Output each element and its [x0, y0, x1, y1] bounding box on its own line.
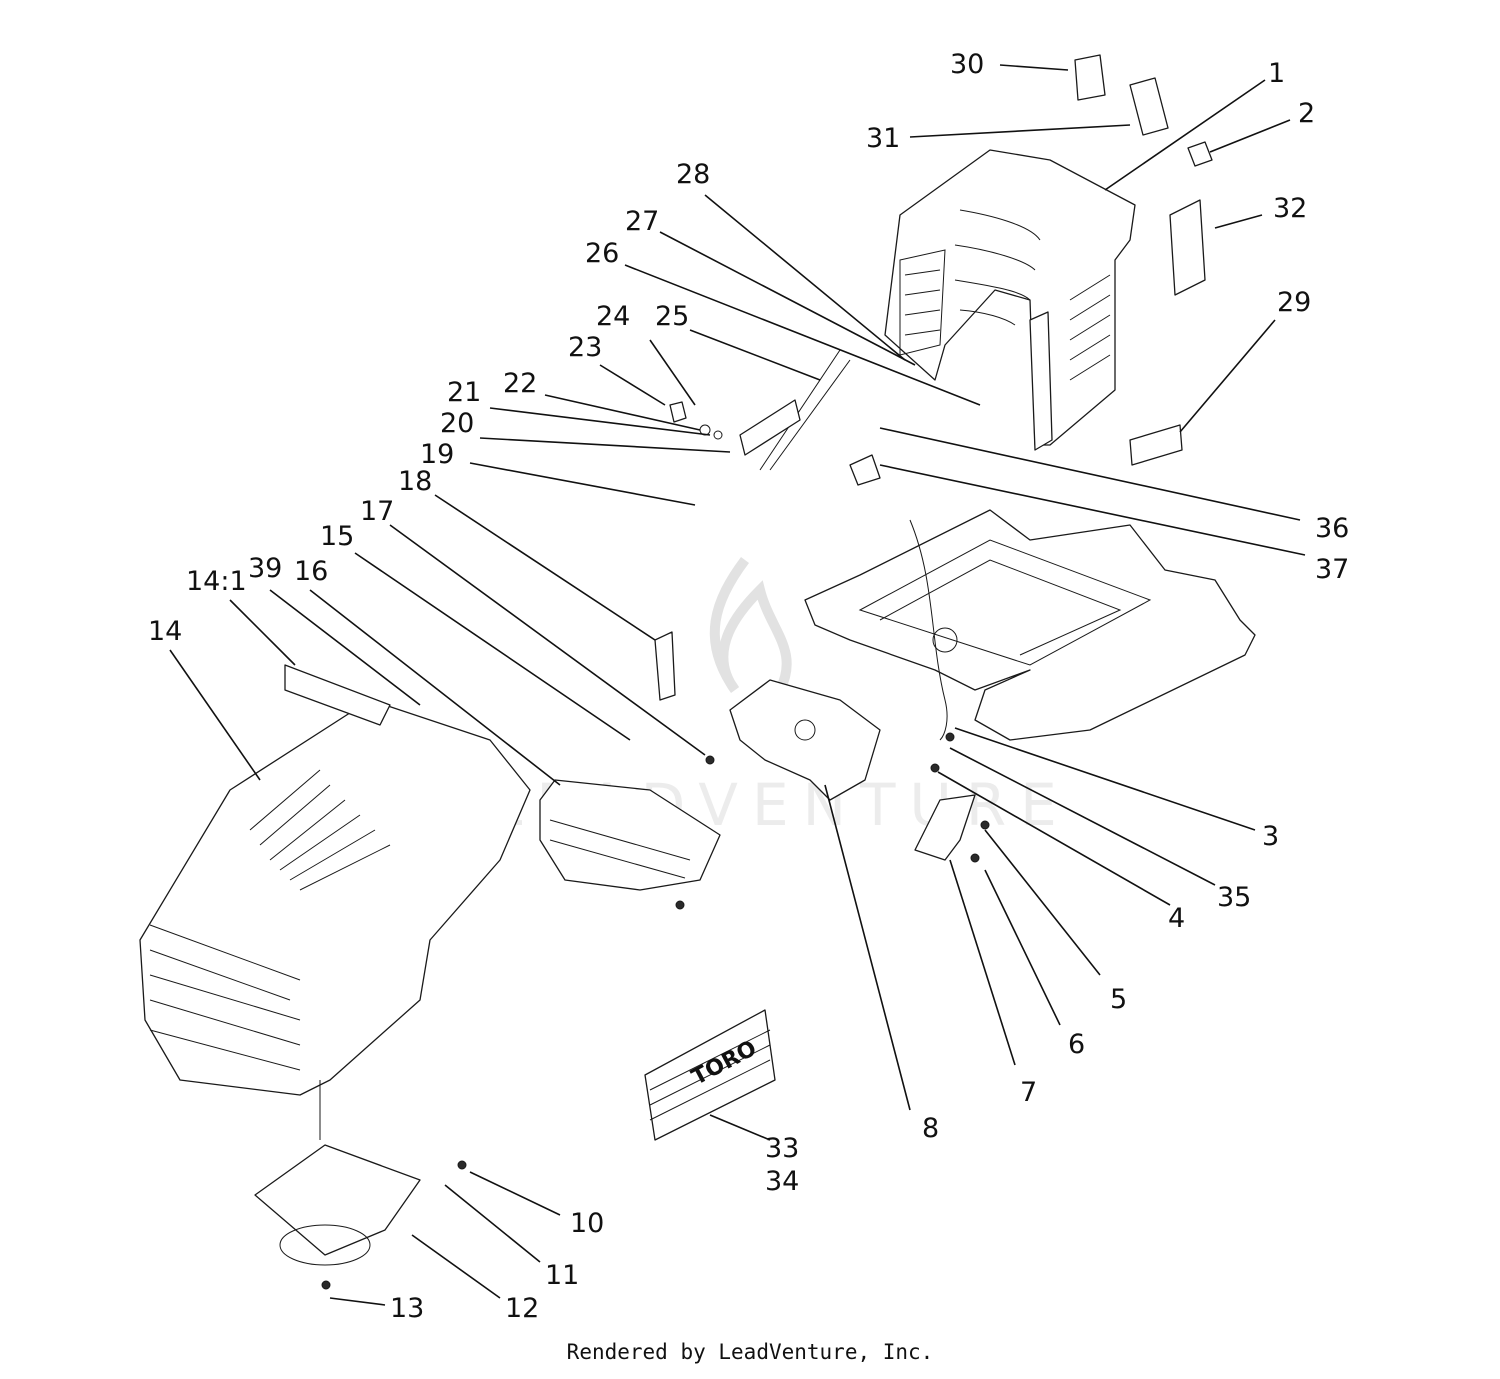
decal-29	[1129, 424, 1183, 466]
seat-assembly	[884, 149, 1136, 451]
callout-15: 15	[320, 521, 354, 552]
callout-37: 37	[1315, 554, 1349, 585]
bracket-7	[914, 794, 976, 861]
callout-10: 10	[570, 1208, 604, 1239]
callout-28: 28	[676, 159, 710, 190]
callout-25: 25	[655, 301, 689, 332]
callout-8: 8	[922, 1113, 939, 1144]
callout-20: 20	[440, 408, 474, 439]
callout-36: 36	[1315, 513, 1349, 544]
callout-16: 16	[294, 556, 328, 587]
callout-31: 31	[866, 123, 900, 154]
decal-30	[1074, 54, 1106, 101]
leader-lines	[169, 64, 1306, 1306]
callout-33: 33	[765, 1133, 799, 1164]
throttle-cable	[909, 519, 948, 741]
callout-2: 2	[1298, 98, 1315, 129]
callout-34: 34	[765, 1166, 799, 1197]
decal-32	[1169, 199, 1206, 296]
callout-30: 30	[950, 49, 984, 80]
bracket-18	[654, 631, 676, 701]
callout-13: 13	[390, 1293, 424, 1324]
callout-1: 1	[1268, 58, 1285, 89]
callout-23: 23	[568, 332, 602, 363]
callout-18: 18	[398, 466, 432, 497]
callout-12: 12	[505, 1293, 539, 1324]
callout-39: 39	[248, 553, 282, 584]
callout-labels: 1 2 3 4 5 6 7 8 10 11 12 13 14 14:1 15 1…	[148, 49, 1349, 1324]
bracket-37	[849, 454, 881, 486]
callout-29: 29	[1277, 287, 1311, 318]
shift-linkage	[669, 349, 851, 471]
callout-14: 14	[148, 616, 182, 647]
callout-21: 21	[447, 377, 481, 408]
callout-7: 7	[1020, 1077, 1037, 1108]
callout-17: 17	[360, 496, 394, 527]
callout-3: 3	[1262, 821, 1279, 852]
callout-35: 35	[1217, 882, 1251, 913]
headlight-housing-12	[254, 1080, 421, 1266]
knob-2	[1187, 141, 1213, 167]
grille-15	[539, 779, 721, 891]
decal-31	[1129, 77, 1169, 136]
footrest-pan	[804, 509, 1256, 741]
callout-24: 24	[596, 301, 630, 332]
footer-credit: Rendered by LeadVenture, Inc.	[566, 1340, 934, 1364]
callout-19: 19	[420, 439, 454, 470]
callout-22: 22	[503, 368, 537, 399]
callout-32: 32	[1273, 193, 1307, 224]
hood-14	[139, 664, 531, 1096]
callout-26: 26	[585, 238, 619, 269]
toro-decal-33: TORO	[644, 1009, 776, 1141]
callout-4: 4	[1168, 903, 1185, 934]
callout-14-1: 14:1	[186, 566, 247, 597]
callout-27: 27	[625, 206, 659, 237]
callout-11: 11	[545, 1260, 579, 1291]
callout-6: 6	[1068, 1029, 1085, 1060]
callout-5: 5	[1110, 984, 1127, 1015]
